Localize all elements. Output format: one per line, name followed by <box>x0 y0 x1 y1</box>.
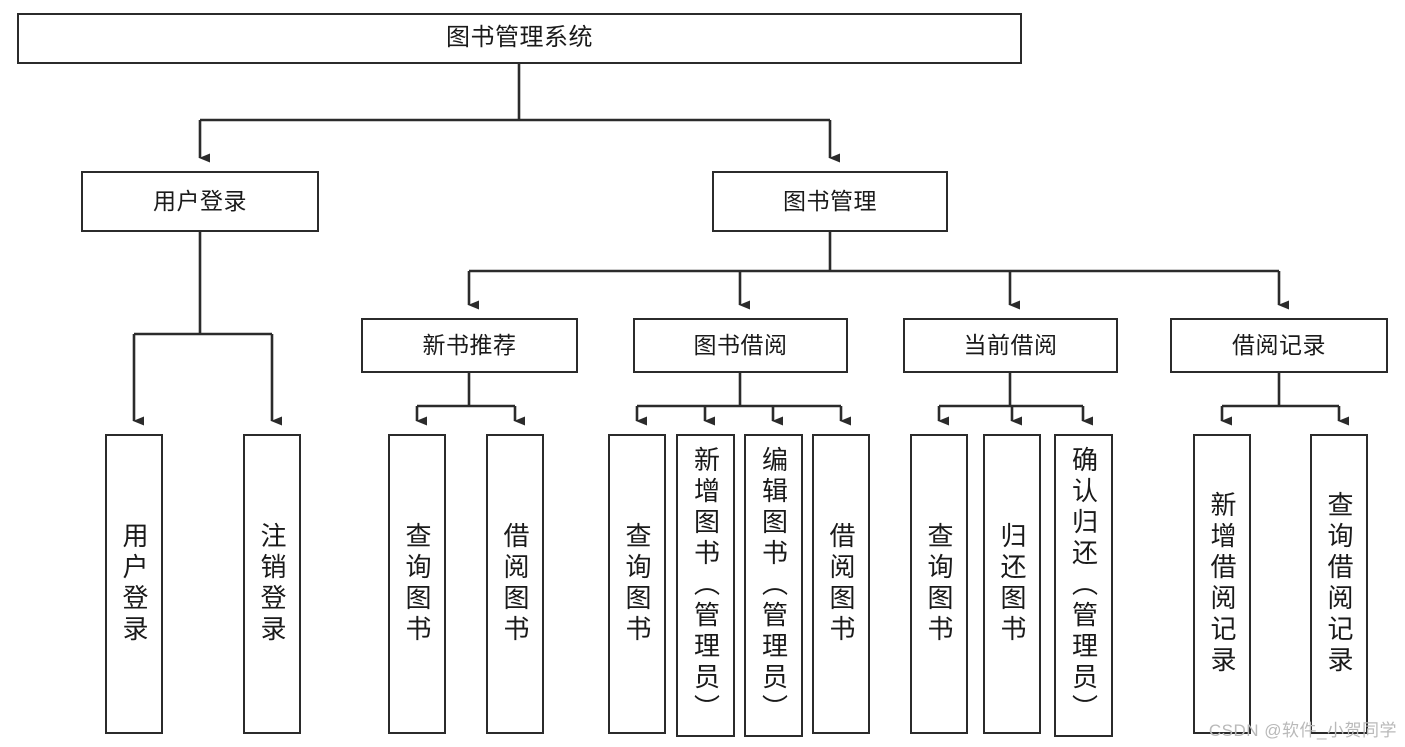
node-root-label: 图书管理系统 <box>446 24 593 52</box>
node-new-book-recommend[interactable]: 新书推荐 <box>361 318 578 373</box>
leaf-borrow-book-rec-label: 借阅图书 <box>500 522 530 646</box>
node-user-login-label: 用户登录 <box>153 187 247 214</box>
leaf-query-book-rec-label: 查询图书 <box>402 522 432 646</box>
node-new-book-recommend-label: 新书推荐 <box>422 331 517 358</box>
node-book-manage[interactable]: 图书管理 <box>712 171 948 232</box>
leaf-add-record-label: 新增借阅记录 <box>1207 491 1237 677</box>
leaf-query-book[interactable]: 查询图书 <box>608 434 666 734</box>
leaf-add-book-label: 新增图书（管理员） <box>690 446 721 725</box>
leaf-user-logout[interactable]: 注销登录 <box>243 434 301 734</box>
leaf-confirm-return-label: 确认归还（管理员） <box>1068 446 1099 725</box>
leaf-query-book-cur[interactable]: 查询图书 <box>910 434 968 734</box>
leaf-query-book-label: 查询图书 <box>622 522 652 646</box>
leaf-query-book-cur-label: 查询图书 <box>924 522 954 646</box>
node-current-borrow[interactable]: 当前借阅 <box>903 318 1118 373</box>
node-book-borrow-label: 图书借阅 <box>693 331 788 358</box>
node-borrow-record[interactable]: 借阅记录 <box>1170 318 1388 373</box>
leaf-query-record[interactable]: 查询借阅记录 <box>1310 434 1368 734</box>
node-current-borrow-label: 当前借阅 <box>963 331 1058 358</box>
node-root[interactable]: 图书管理系统 <box>17 13 1022 64</box>
leaf-return-book[interactable]: 归还图书 <box>983 434 1041 734</box>
watermark: CSDN @软件_小贺同学 <box>1208 721 1397 740</box>
leaf-query-book-rec[interactable]: 查询图书 <box>388 434 446 734</box>
node-user-login[interactable]: 用户登录 <box>81 171 319 232</box>
leaf-borrow-book-rec[interactable]: 借阅图书 <box>486 434 544 734</box>
node-borrow-record-label: 借阅记录 <box>1232 331 1326 358</box>
leaf-borrow-book-label: 借阅图书 <box>826 522 856 646</box>
leaf-query-record-label: 查询借阅记录 <box>1324 491 1354 677</box>
node-book-manage-label: 图书管理 <box>783 187 877 214</box>
leaf-add-book[interactable]: 新增图书（管理员） <box>676 434 735 737</box>
leaf-user-login-label: 用户登录 <box>119 522 149 646</box>
leaf-edit-book[interactable]: 编辑图书（管理员） <box>744 434 803 737</box>
leaf-return-book-label: 归还图书 <box>997 522 1027 646</box>
leaf-user-login[interactable]: 用户登录 <box>105 434 163 734</box>
leaf-edit-book-label: 编辑图书（管理员） <box>758 446 789 725</box>
leaf-user-logout-label: 注销登录 <box>257 522 287 646</box>
leaf-confirm-return[interactable]: 确认归还（管理员） <box>1054 434 1113 737</box>
leaf-add-record[interactable]: 新增借阅记录 <box>1193 434 1251 734</box>
leaf-borrow-book[interactable]: 借阅图书 <box>812 434 870 734</box>
node-book-borrow[interactable]: 图书借阅 <box>633 318 848 373</box>
